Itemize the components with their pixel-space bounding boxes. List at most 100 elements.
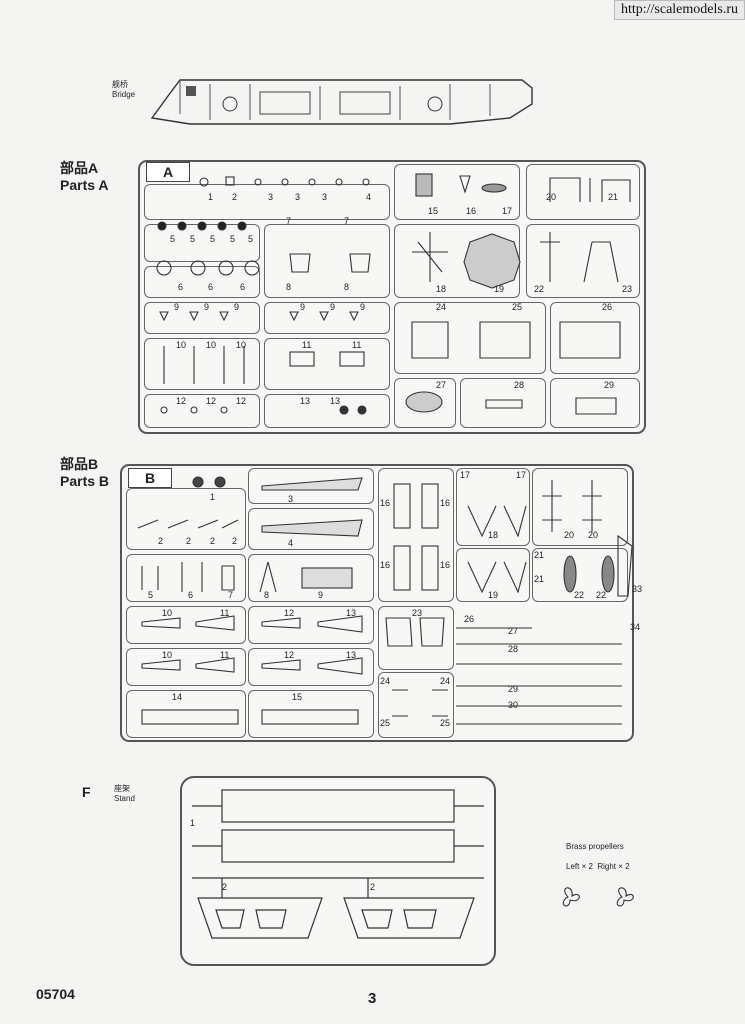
part-number: 26: [464, 614, 475, 624]
part-number: 7: [228, 590, 234, 600]
part-number: 17: [460, 470, 471, 480]
cell-b3: [248, 508, 374, 550]
cell-a11: [394, 302, 546, 374]
part-number: 2: [232, 536, 238, 546]
part-number: 11: [352, 340, 362, 350]
part-number: 13: [300, 396, 311, 406]
stand-label-en: Stand: [114, 794, 135, 803]
part-number: 10: [236, 340, 247, 350]
cell-b8: [248, 554, 374, 602]
sprue-f: 1 2 2: [180, 776, 496, 966]
part-number: 2: [222, 882, 228, 892]
part-number: 5: [248, 234, 254, 244]
cell-b15: [248, 648, 374, 686]
part-number: 22: [574, 590, 585, 600]
part-number: 16: [380, 560, 391, 570]
part-number: 16: [440, 498, 451, 508]
part-number: 1: [208, 192, 214, 202]
part-number: 9: [330, 302, 336, 312]
part-number: 12: [236, 396, 247, 406]
part-number: 34: [630, 622, 641, 632]
part-number: 10: [162, 608, 173, 618]
part-number: 26: [602, 302, 613, 312]
part-number: 20: [588, 530, 599, 540]
cell-b1: [126, 488, 246, 550]
part-number: 4: [366, 192, 372, 202]
propeller-icons: [552, 882, 642, 912]
cell-b9: [456, 548, 530, 602]
propellers-title: Brass propellers: [566, 842, 624, 851]
part-number: 19: [494, 284, 505, 294]
part-number: 2: [186, 536, 192, 546]
cell-a3: [526, 164, 640, 220]
part-number: 9: [360, 302, 366, 312]
part-number: 10: [162, 650, 173, 660]
part-number: 3: [268, 192, 274, 202]
part-number: 1: [210, 492, 216, 502]
part-number: 6: [188, 590, 194, 600]
sprue-b-tag: B: [128, 468, 172, 488]
part-number: 2: [158, 536, 164, 546]
cell-b13: [378, 606, 454, 670]
cell-a6: [264, 224, 390, 298]
part-number: 27: [436, 380, 447, 390]
part-number: 9: [174, 302, 180, 312]
part-number: 8: [264, 590, 270, 600]
part-number: 11: [220, 608, 230, 618]
part-number: 13: [330, 396, 341, 406]
part-number: 9: [300, 302, 306, 312]
stand-letter: F: [82, 784, 91, 800]
part-number: 9: [318, 590, 324, 600]
bridge-label-en: Bridge: [112, 90, 136, 99]
part-number: 12: [206, 396, 217, 406]
sprue-f-parts-drawing: [192, 789, 484, 939]
page-number: 3: [368, 990, 377, 1007]
part-number: 23: [412, 608, 423, 618]
cell-a14: [264, 338, 390, 390]
cell-b16: [378, 672, 454, 738]
part-number: 5: [148, 590, 154, 600]
part-number: 15: [428, 206, 439, 216]
part-number: 10: [206, 340, 217, 350]
part-number: 29: [508, 684, 519, 694]
part-number: 29: [604, 380, 615, 390]
part-number: 5: [170, 234, 176, 244]
cell-a18: [144, 394, 260, 428]
part-number: 18: [488, 530, 499, 540]
parts-b-label-en: Parts B: [60, 473, 110, 489]
part-number: 11: [302, 340, 312, 350]
part-number: 18: [436, 284, 447, 294]
cell-b5: [456, 468, 530, 546]
part-number: 28: [514, 380, 525, 390]
part-number: 23: [622, 284, 633, 294]
cell-a16: [460, 378, 546, 428]
cell-b11: [126, 606, 246, 644]
parts-a-label-en: Parts A: [60, 177, 109, 193]
part-number: 17: [502, 206, 513, 216]
part-number: 6: [208, 282, 214, 292]
sprue-a: A: [138, 160, 646, 434]
part-number: 3: [288, 494, 294, 504]
part-number: 7: [344, 216, 350, 226]
part-number: 12: [284, 608, 295, 618]
part-number: 12: [284, 650, 295, 660]
watermark: http://scalemodels.ru: [613, 0, 745, 20]
part-number: 16: [466, 206, 477, 216]
bridge-label: 舰桥 Bridge: [112, 80, 135, 100]
cell-a10: [264, 302, 390, 334]
part-number: 19: [488, 590, 499, 600]
part-number: 30: [508, 700, 519, 710]
part-number: 22: [534, 284, 545, 294]
parts-b-label-cn: 部品B: [60, 456, 99, 472]
part-number: 28: [508, 644, 519, 654]
cell-a1: [144, 184, 390, 220]
cell-a19: [264, 394, 390, 428]
part-number: 8: [286, 282, 292, 292]
part-number: 2: [232, 192, 238, 202]
part-number: 22: [596, 590, 607, 600]
part-number: 3: [322, 192, 328, 202]
parts-a-label: 部品A Parts A: [60, 160, 109, 194]
part-number: 25: [380, 718, 391, 728]
part-number: 27: [508, 626, 519, 636]
sprue-a-tag: A: [146, 162, 190, 182]
